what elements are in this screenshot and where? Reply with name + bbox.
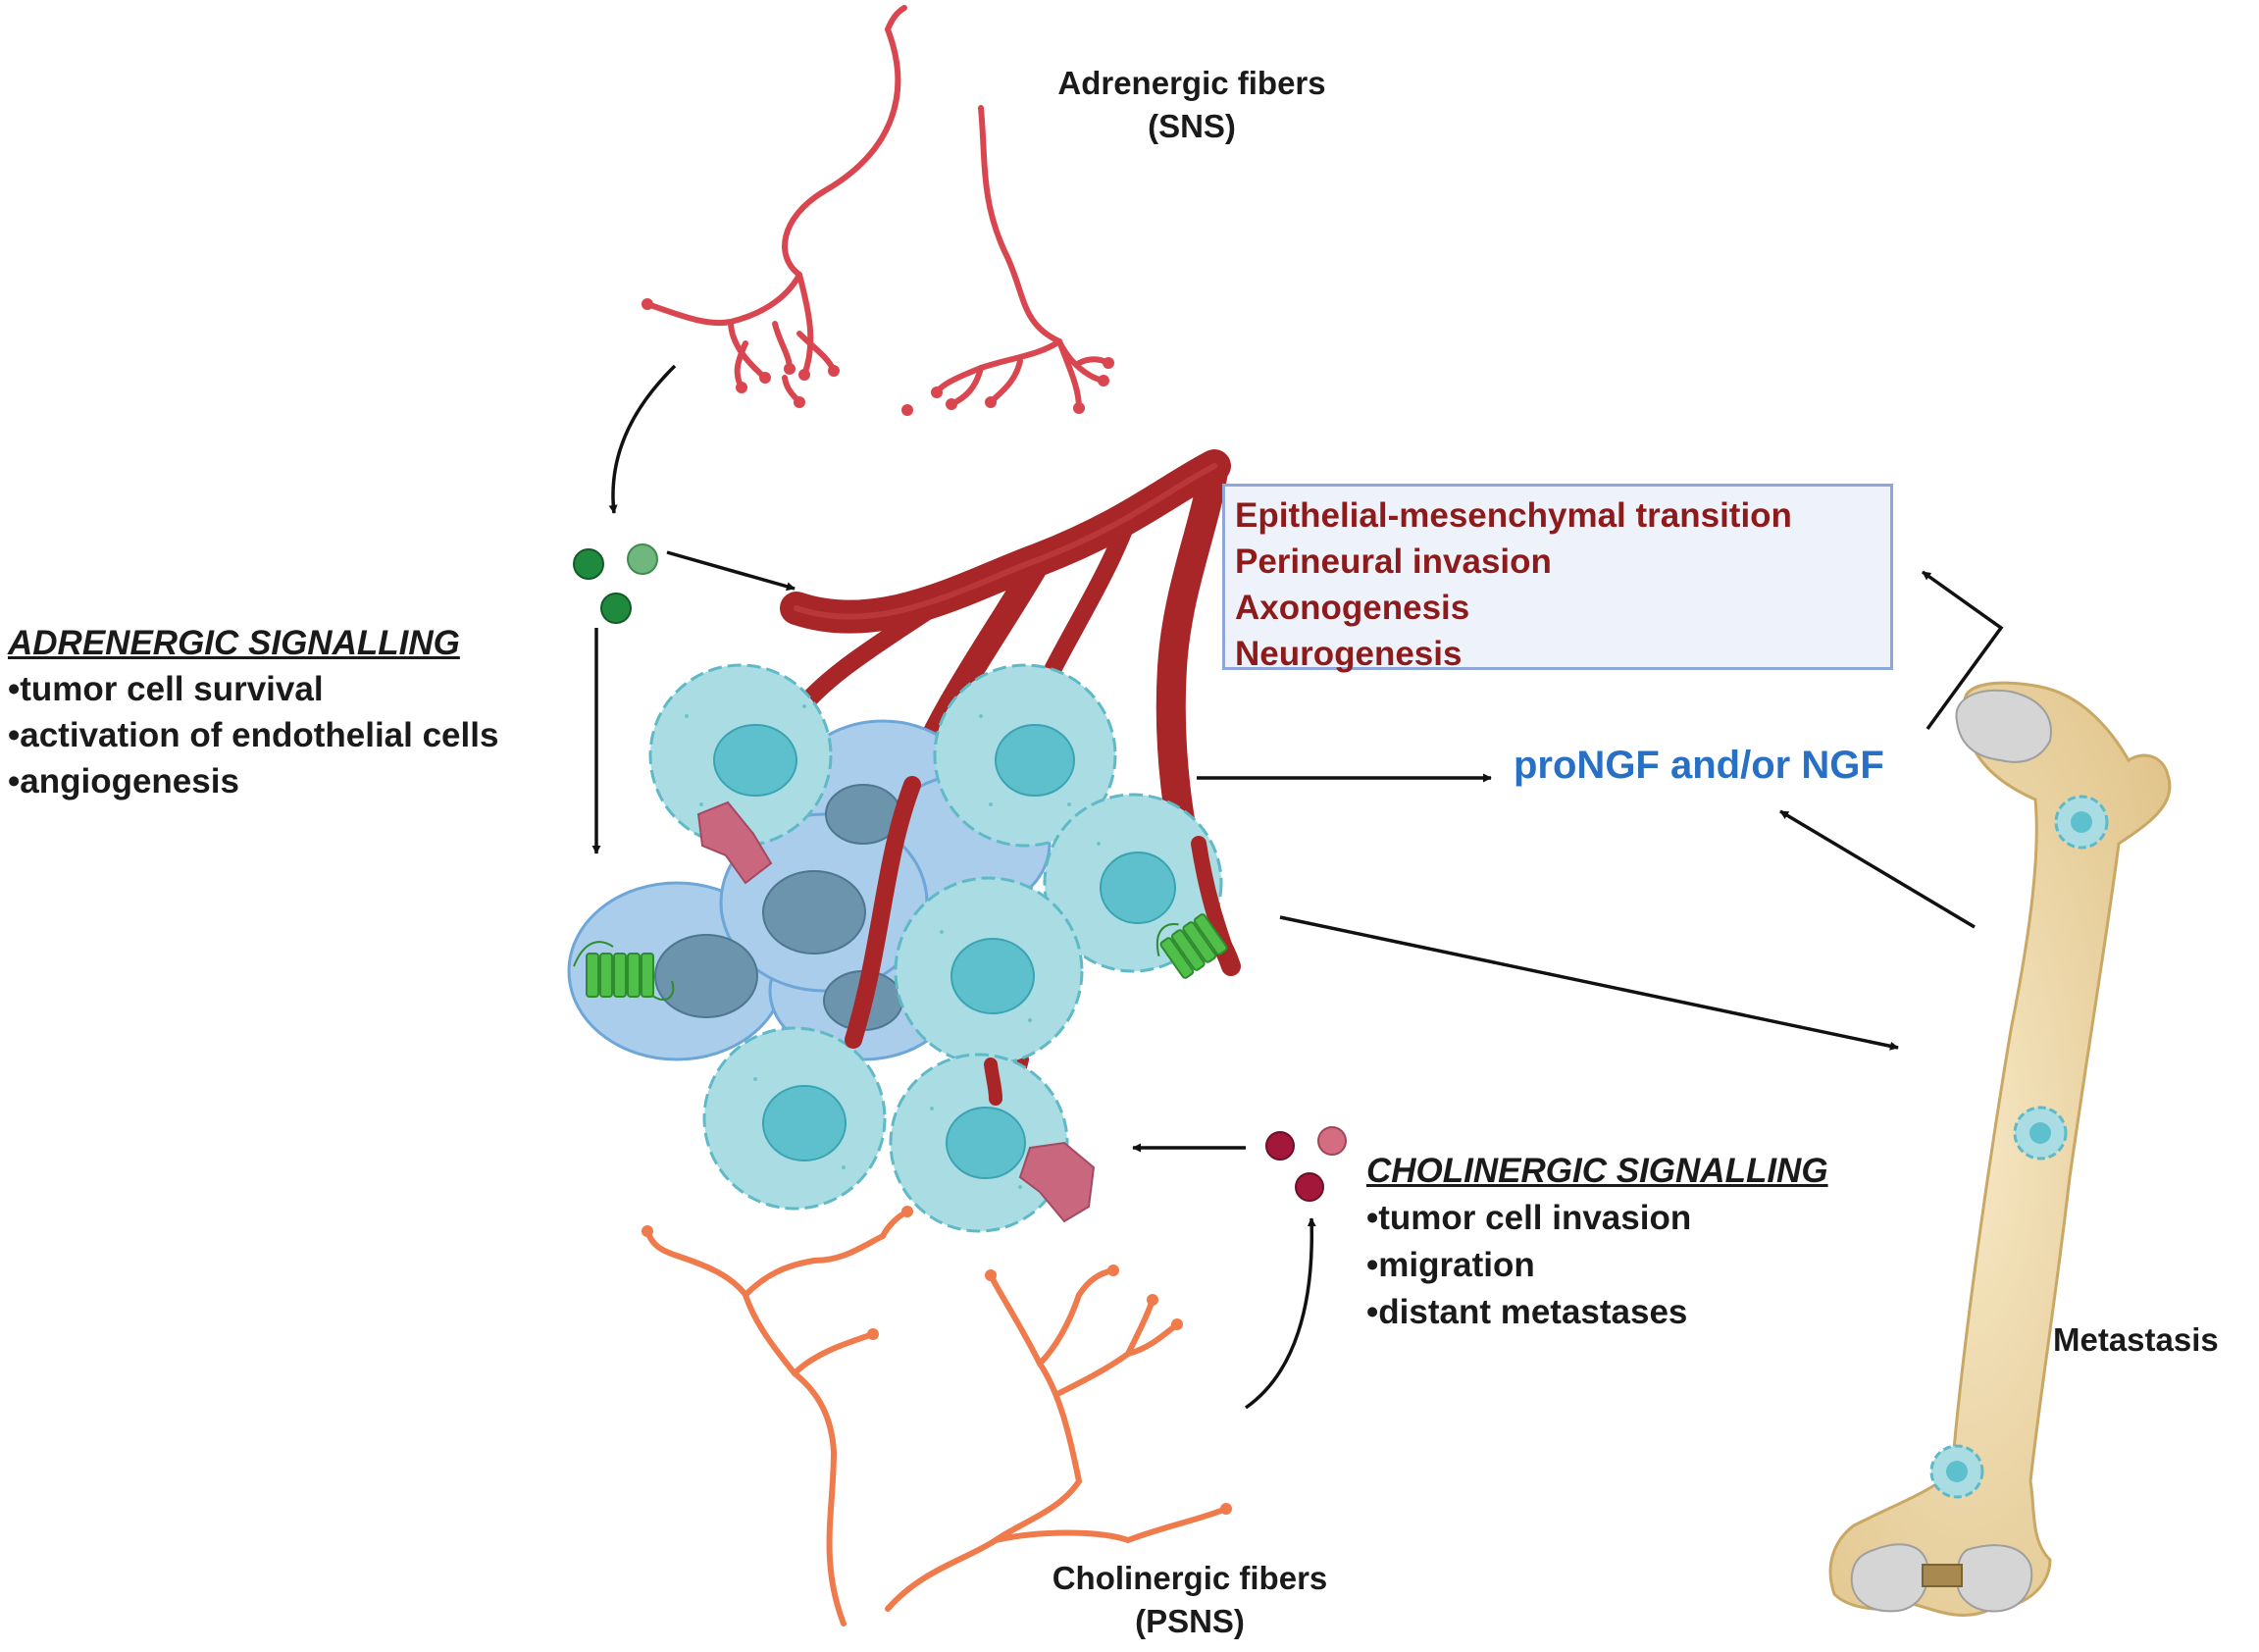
bone-end-caps — [1850, 689, 2052, 1613]
pink-receptor-upper — [696, 800, 773, 885]
adrenergic-signalling-title: ADRENERGIC SIGNALLING — [8, 624, 460, 662]
arrow-bone-to-ngf — [1779, 809, 1976, 929]
adrenergic-item: •angiogenesis — [8, 762, 239, 800]
cholinergic-item: •migration — [1366, 1246, 1535, 1284]
tumor-cluster — [567, 663, 1236, 1233]
arrow-psns-to-molecules — [1244, 1217, 1316, 1410]
arrow-bone-to-effects — [1921, 570, 2004, 731]
effects-box: Epithelial-mesenchymal transition Perine… — [1222, 484, 1893, 673]
green-receptor-left — [573, 941, 675, 1001]
adrenergic-item: •activation of endothelial cells — [8, 716, 499, 754]
effect-axonogenesis: Axonogenesis — [1235, 589, 1470, 627]
adrenergic-item: •tumor cell survival — [8, 670, 324, 708]
cholinergic-fiber-terminals — [642, 1206, 1232, 1515]
teal-cell-dots — [685, 704, 1179, 1189]
cholinergic-molecules — [1265, 1126, 1347, 1202]
effect-neurogenesis: Neurogenesis — [1235, 635, 1463, 673]
metastasis-label: Metastasis — [2053, 1321, 2219, 1358]
cholinergic-item: •tumor cell invasion — [1366, 1199, 1692, 1237]
cholinergic-fibers-label: Cholinergic fibers (PSNS) — [1008, 1557, 1371, 1643]
effect-emt: Epithelial-mesenchymal transition — [1235, 496, 1792, 535]
arrow-tumor-to-bone — [1279, 915, 1899, 1051]
adrenergic-fibers-subtitle: (SNS) — [1148, 108, 1236, 144]
arrow-molecules-to-vessel — [666, 550, 796, 592]
bone-metastasis-nuclei — [1946, 811, 2092, 1482]
cholinergic-item: •distant metastases — [1366, 1293, 1688, 1331]
cholinergic-fibers-title: Cholinergic fibers — [1052, 1560, 1328, 1596]
teal-cell-nuclei — [713, 724, 1176, 1179]
arrows — [591, 364, 2004, 1410]
pink-receptor-lower — [1018, 1141, 1096, 1223]
green-receptor-right — [1156, 913, 1228, 979]
adrenergic-molecules — [573, 543, 658, 624]
cholinergic-fibers-subtitle: (PSNS) — [1135, 1603, 1245, 1639]
adrenergic-fibers-title: Adrenergic fibers — [1057, 65, 1326, 101]
cholinergic-signalling-title: CHOLINERGIC SIGNALLING — [1366, 1152, 1828, 1190]
adrenergic-signalling-block: ADRENERGIC SIGNALLING •tumor cell surviv… — [8, 620, 498, 804]
adrenergic-fiber-terminals — [642, 298, 1114, 416]
arrow-sns-to-molecules — [608, 364, 677, 514]
effect-perineural-invasion: Perineural invasion — [1235, 542, 1552, 581]
adrenergic-fibers-label: Adrenergic fibers (SNS) — [1010, 62, 1373, 148]
ngf-label: proNGF and/or NGF — [1514, 744, 1884, 787]
cholinergic-signalling-block: CHOLINERGIC SIGNALLING •tumor cell invas… — [1366, 1148, 1828, 1336]
femur-bone — [1828, 681, 2172, 1617]
